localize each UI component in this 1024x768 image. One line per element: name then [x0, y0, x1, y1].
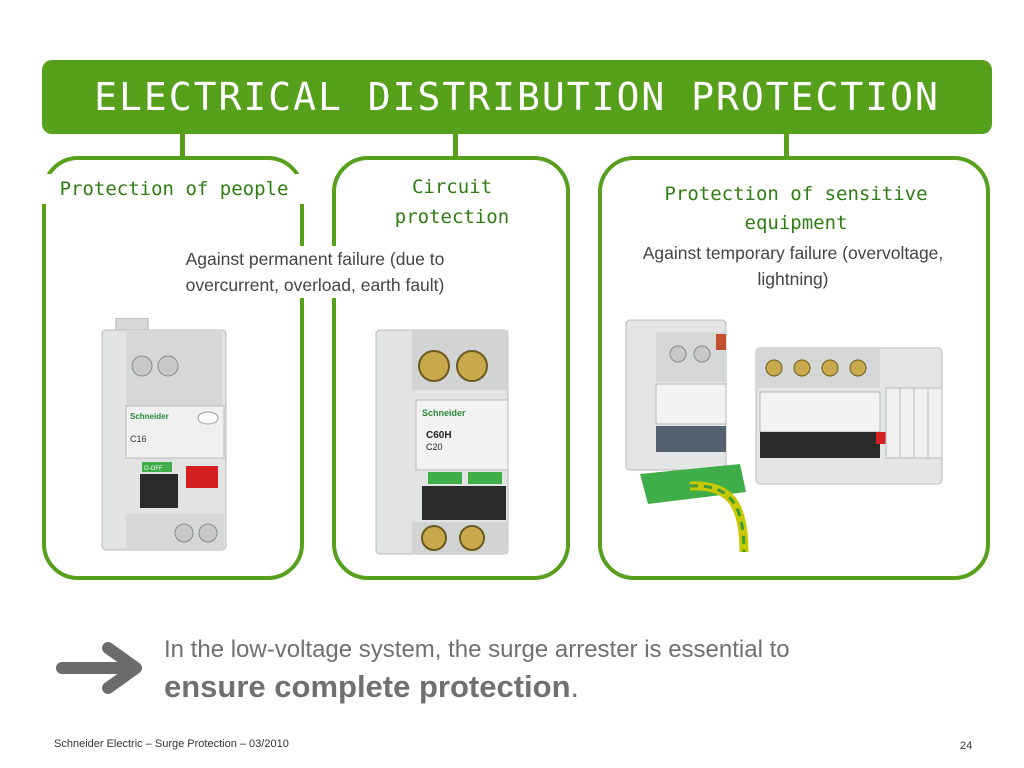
- surge-arrester-image: [625, 319, 943, 553]
- heading-sensitive-equipment: Protection of sensitive equipment: [610, 180, 982, 238]
- connector-people: [180, 134, 185, 158]
- conclusion-text: In the low-voltage system, the surge arr…: [164, 634, 964, 708]
- conclusion-line: In the low-voltage system, the surge arr…: [164, 636, 790, 663]
- rcbo-device-image: Schneider C16 O-OFF: [101, 318, 227, 551]
- heading-circuit-protection: Circuit protection: [372, 172, 532, 232]
- title-banner: ELECTRICAL DISTRIBUTION PROTECTION: [42, 60, 992, 134]
- page-number: 24: [960, 740, 973, 752]
- rcbo-rating-label: C16: [130, 434, 147, 444]
- heading-protection-of-people: Protection of people: [18, 174, 330, 204]
- conclusion-end: .: [570, 669, 580, 704]
- conclusion-emphasis: ensure complete protection: [164, 669, 571, 704]
- rcbo-off-label: O-OFF: [144, 466, 163, 472]
- connector-sensitive: [784, 134, 789, 158]
- c60h-rating-label: C20: [426, 442, 443, 452]
- description-permanent-failure: Against permanent failure (due to overcu…: [140, 246, 490, 298]
- c60h-model-label: C60H: [426, 430, 452, 441]
- conclusion-emphasis-line: ensure complete protection.: [164, 666, 964, 708]
- c60h-breaker-image: Schneider C60H C20: [375, 329, 509, 555]
- footer-note: Schneider Electric – Surge Protection – …: [54, 738, 289, 750]
- connector-circuit: [453, 134, 458, 158]
- slide-title: ELECTRICAL DISTRIBUTION PROTECTION: [94, 75, 940, 119]
- rcbo-brand-label: Schneider: [130, 412, 169, 421]
- description-temporary-failure: Against temporary failure (overvoltage, …: [640, 240, 946, 292]
- c60h-brand-label: Schneider: [422, 408, 466, 418]
- arrow-right-icon: [56, 642, 142, 694]
